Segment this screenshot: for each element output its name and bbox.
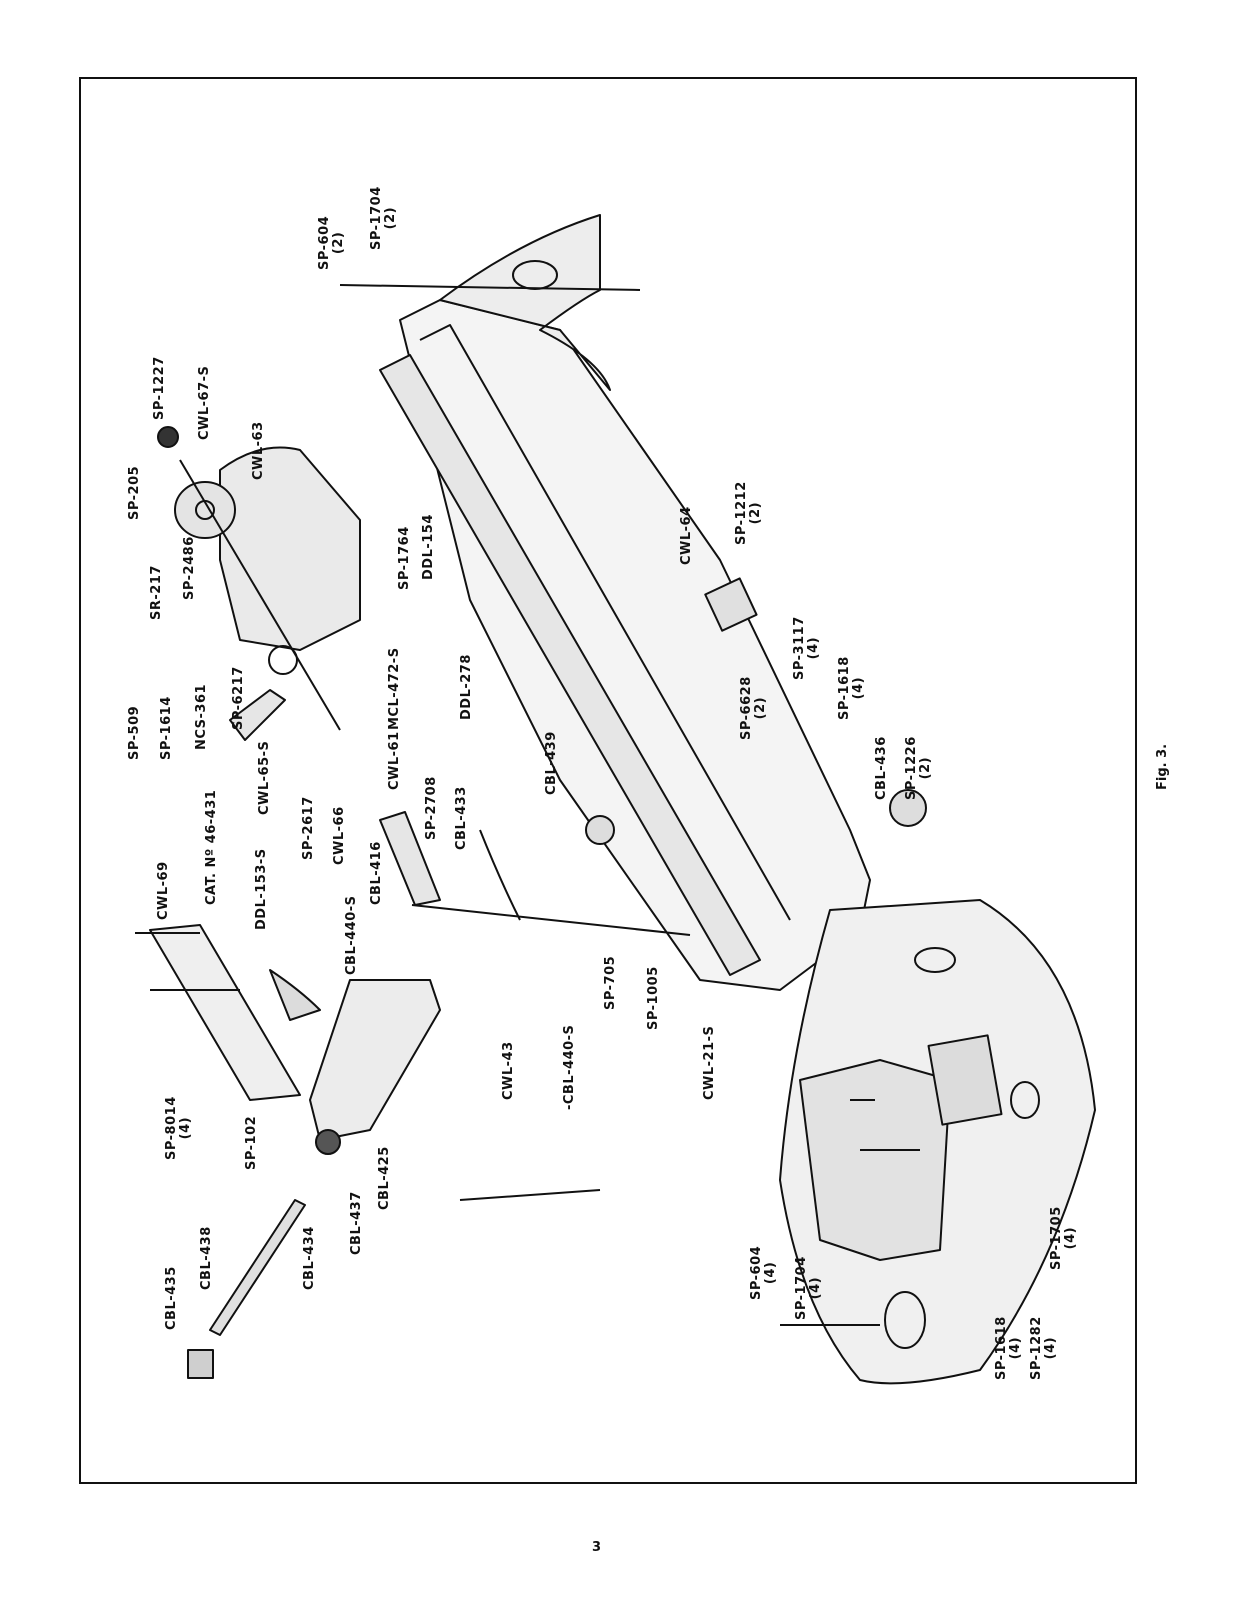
part-label: CWL-66: [332, 806, 347, 865]
part-label: SP-1704(4): [794, 1256, 823, 1320]
part-label: CBL-435: [164, 1266, 179, 1330]
part-label: SP-6628(2): [739, 676, 768, 740]
leg-hole-lower: [884, 1291, 926, 1349]
part-label: SP-2708: [424, 776, 439, 840]
bed-way-outer: [379, 354, 761, 976]
part-label: CWL-67-S: [197, 365, 212, 440]
part-label: SP-6217: [231, 666, 246, 730]
part-label: SP-1704(2): [369, 186, 398, 250]
part-label: SR-217: [149, 565, 164, 620]
leg-hole-right: [1010, 1081, 1040, 1119]
part-label: CBL-436: [874, 736, 889, 800]
part-label: CAT. Nº 46-431: [204, 789, 219, 905]
part-label: SP-1212(2): [734, 481, 763, 545]
tail-nut: [315, 1129, 341, 1155]
part-label: SP-1764: [397, 526, 412, 590]
part-label: SP-102: [244, 1115, 259, 1170]
crank-handle: [479, 829, 521, 921]
part-label: SP-1618(4): [837, 656, 866, 720]
part-label: CWL-69: [156, 861, 171, 920]
part-label: CWL-21-S: [702, 1025, 717, 1100]
part-label: SP-1226(2): [904, 736, 933, 800]
leg-access-panel: [927, 1034, 1003, 1126]
part-label: CBL-437: [349, 1191, 364, 1255]
part-label: SP-604(2): [317, 215, 346, 270]
part-label: CWL-65-S: [257, 740, 272, 815]
spindle: [229, 689, 286, 741]
tool-rest-post: [269, 969, 321, 1021]
part-label: SP-2486: [182, 536, 197, 600]
diagram-frame: [79, 77, 1137, 1484]
part-label: CBL-440-S: [344, 895, 359, 975]
part-label: CBL-438: [199, 1226, 214, 1290]
part-label: SP-604(4): [749, 1245, 778, 1300]
headstock-bearing: [268, 645, 298, 675]
part-label: DDL-278: [459, 654, 474, 720]
figure-caption: Fig. 3.: [1155, 743, 1170, 790]
part-label: SP-1614: [159, 696, 174, 760]
tail-sleeve: [187, 1349, 214, 1379]
right-leg-casting: [439, 214, 611, 391]
spindle-shaft: [179, 459, 341, 731]
part-label: -CBL-440-S: [562, 1024, 577, 1110]
part-label: CBL-439: [544, 731, 559, 795]
part-label: DDL-153-S: [254, 848, 269, 930]
part-label: CWL-61: [387, 731, 402, 790]
tool-rest: [149, 924, 301, 1101]
part-label: SP-1005: [646, 966, 661, 1030]
part-label: SP-1227: [152, 356, 167, 420]
quill: [379, 811, 441, 906]
handwheel: [174, 481, 236, 539]
tail-shaft: [209, 1199, 306, 1336]
part-label: CBL-425: [377, 1146, 392, 1210]
pulley: [889, 789, 927, 827]
part-label: CBL-433: [454, 786, 469, 850]
part-label: SP-1618(4): [994, 1316, 1023, 1380]
part-label: SP-2617: [301, 796, 316, 860]
leader: [459, 1189, 601, 1201]
leg-pan: [799, 1059, 951, 1261]
part-label: CWL-43: [501, 1041, 516, 1100]
part-label: SP-1282(4): [1029, 1316, 1058, 1380]
bushing: [585, 815, 615, 845]
part-label: SP-1705(4): [1049, 1206, 1078, 1270]
knob-nut: [157, 426, 179, 448]
tool-rest-base: [309, 979, 441, 1141]
part-label: SP-705: [603, 955, 618, 1010]
part-label: CBL-434: [302, 1226, 317, 1290]
part-label: CWL-64: [679, 506, 694, 565]
part-label: SP-3117(4): [792, 616, 821, 680]
part-label: NCS-361: [194, 683, 209, 750]
headstock-body: [219, 446, 361, 651]
part-label: SP-8014(4): [164, 1096, 193, 1160]
part-label: SP-205: [127, 465, 142, 520]
part-label: DDL-154: [421, 514, 436, 580]
page-number: 3: [592, 1540, 602, 1555]
leader: [411, 904, 691, 936]
part-label: SP-509: [127, 705, 142, 760]
part-label: CWL-63: [251, 421, 266, 480]
part-label: MCL-472-S: [387, 647, 402, 730]
part-label: CBL-416: [369, 841, 384, 905]
leg-hole-upper: [914, 947, 956, 973]
bracket: [704, 577, 758, 632]
bed-way-inner: [419, 324, 791, 921]
leader: [339, 284, 641, 291]
